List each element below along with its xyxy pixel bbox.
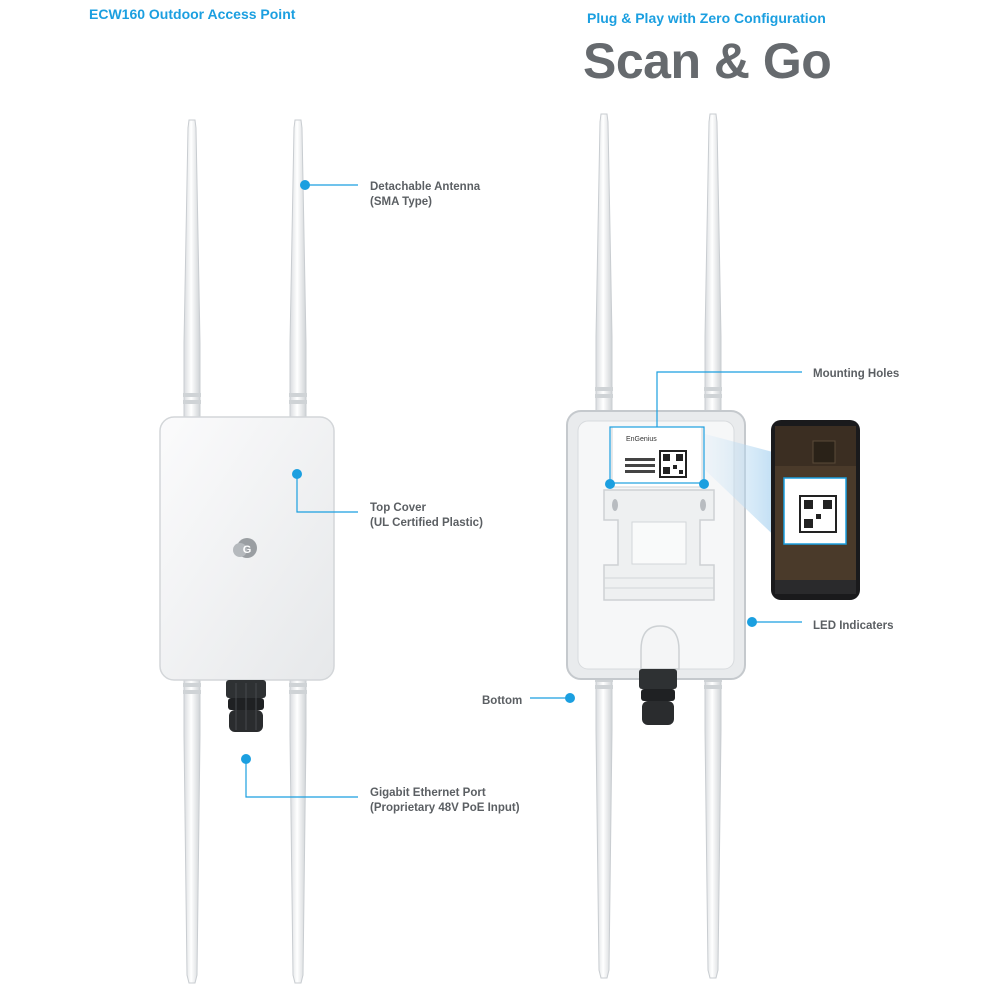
left-callout-lines <box>241 180 358 798</box>
left-antenna-top-1 <box>182 119 202 419</box>
callout-gigabit-ethernet: Gigabit Ethernet Port (Proprietary 48V P… <box>370 786 520 816</box>
scan-beam <box>705 434 784 545</box>
headline: Scan & Go <box>583 33 832 89</box>
callout-antenna-line2: (SMA Type) <box>370 196 432 208</box>
left-antenna-bottom-1 <box>182 674 202 984</box>
svg-text:G: G <box>243 544 252 556</box>
right-antenna-top-1 <box>594 113 614 413</box>
left-antenna-bottom-2 <box>288 674 308 984</box>
callout-mounting-holes: Mounting Holes <box>813 367 899 382</box>
callout-mounting-line1: Mounting Holes <box>813 368 900 380</box>
right-access-point-back: EnGenius <box>566 113 784 979</box>
right-ethernet-gland <box>639 669 677 725</box>
right-callout-lines <box>530 371 802 703</box>
product-title: ECW160 Outdoor Access Point <box>89 6 296 22</box>
callout-top-cover: Top Cover (UL Certified Plastic) <box>370 501 483 531</box>
engenius-logo-icon: G <box>233 538 257 558</box>
left-antenna-top-2 <box>288 119 308 419</box>
callout-led-indicators: LED Indicaters <box>813 619 894 634</box>
callout-antenna-line1: Detachable Antenna <box>370 181 481 193</box>
qr-code-icon <box>659 450 687 478</box>
callout-ethernet-line1: Gigabit Ethernet Port <box>370 787 486 799</box>
smartphone-icon <box>771 420 860 600</box>
right-antenna-bottom-2 <box>703 669 723 979</box>
callout-top-cover-line2: (UL Certified Plastic) <box>370 517 483 529</box>
mounting-bracket <box>603 489 715 601</box>
callout-bottom-line1: Bottom <box>482 695 523 707</box>
right-antenna-bottom-1 <box>594 669 614 979</box>
callout-led-line1: LED Indicaters <box>813 620 894 632</box>
callout-top-cover-line1: Top Cover <box>370 502 427 514</box>
left-access-point: G <box>159 119 335 984</box>
callout-detachable-antenna: Detachable Antenna (SMA Type) <box>370 180 480 210</box>
qr-label-sticker: EnGenius <box>611 426 703 488</box>
tagline: Plug & Play with Zero Configuration <box>587 10 826 26</box>
callout-bottom: Bottom <box>482 694 522 709</box>
label-brand: EnGenius <box>626 436 657 443</box>
callout-ethernet-line2: (Proprietary 48V PoE Input) <box>370 802 520 814</box>
ethernet-gland <box>226 680 266 732</box>
right-antenna-top-2 <box>703 113 723 413</box>
bottom-dome <box>640 625 680 670</box>
